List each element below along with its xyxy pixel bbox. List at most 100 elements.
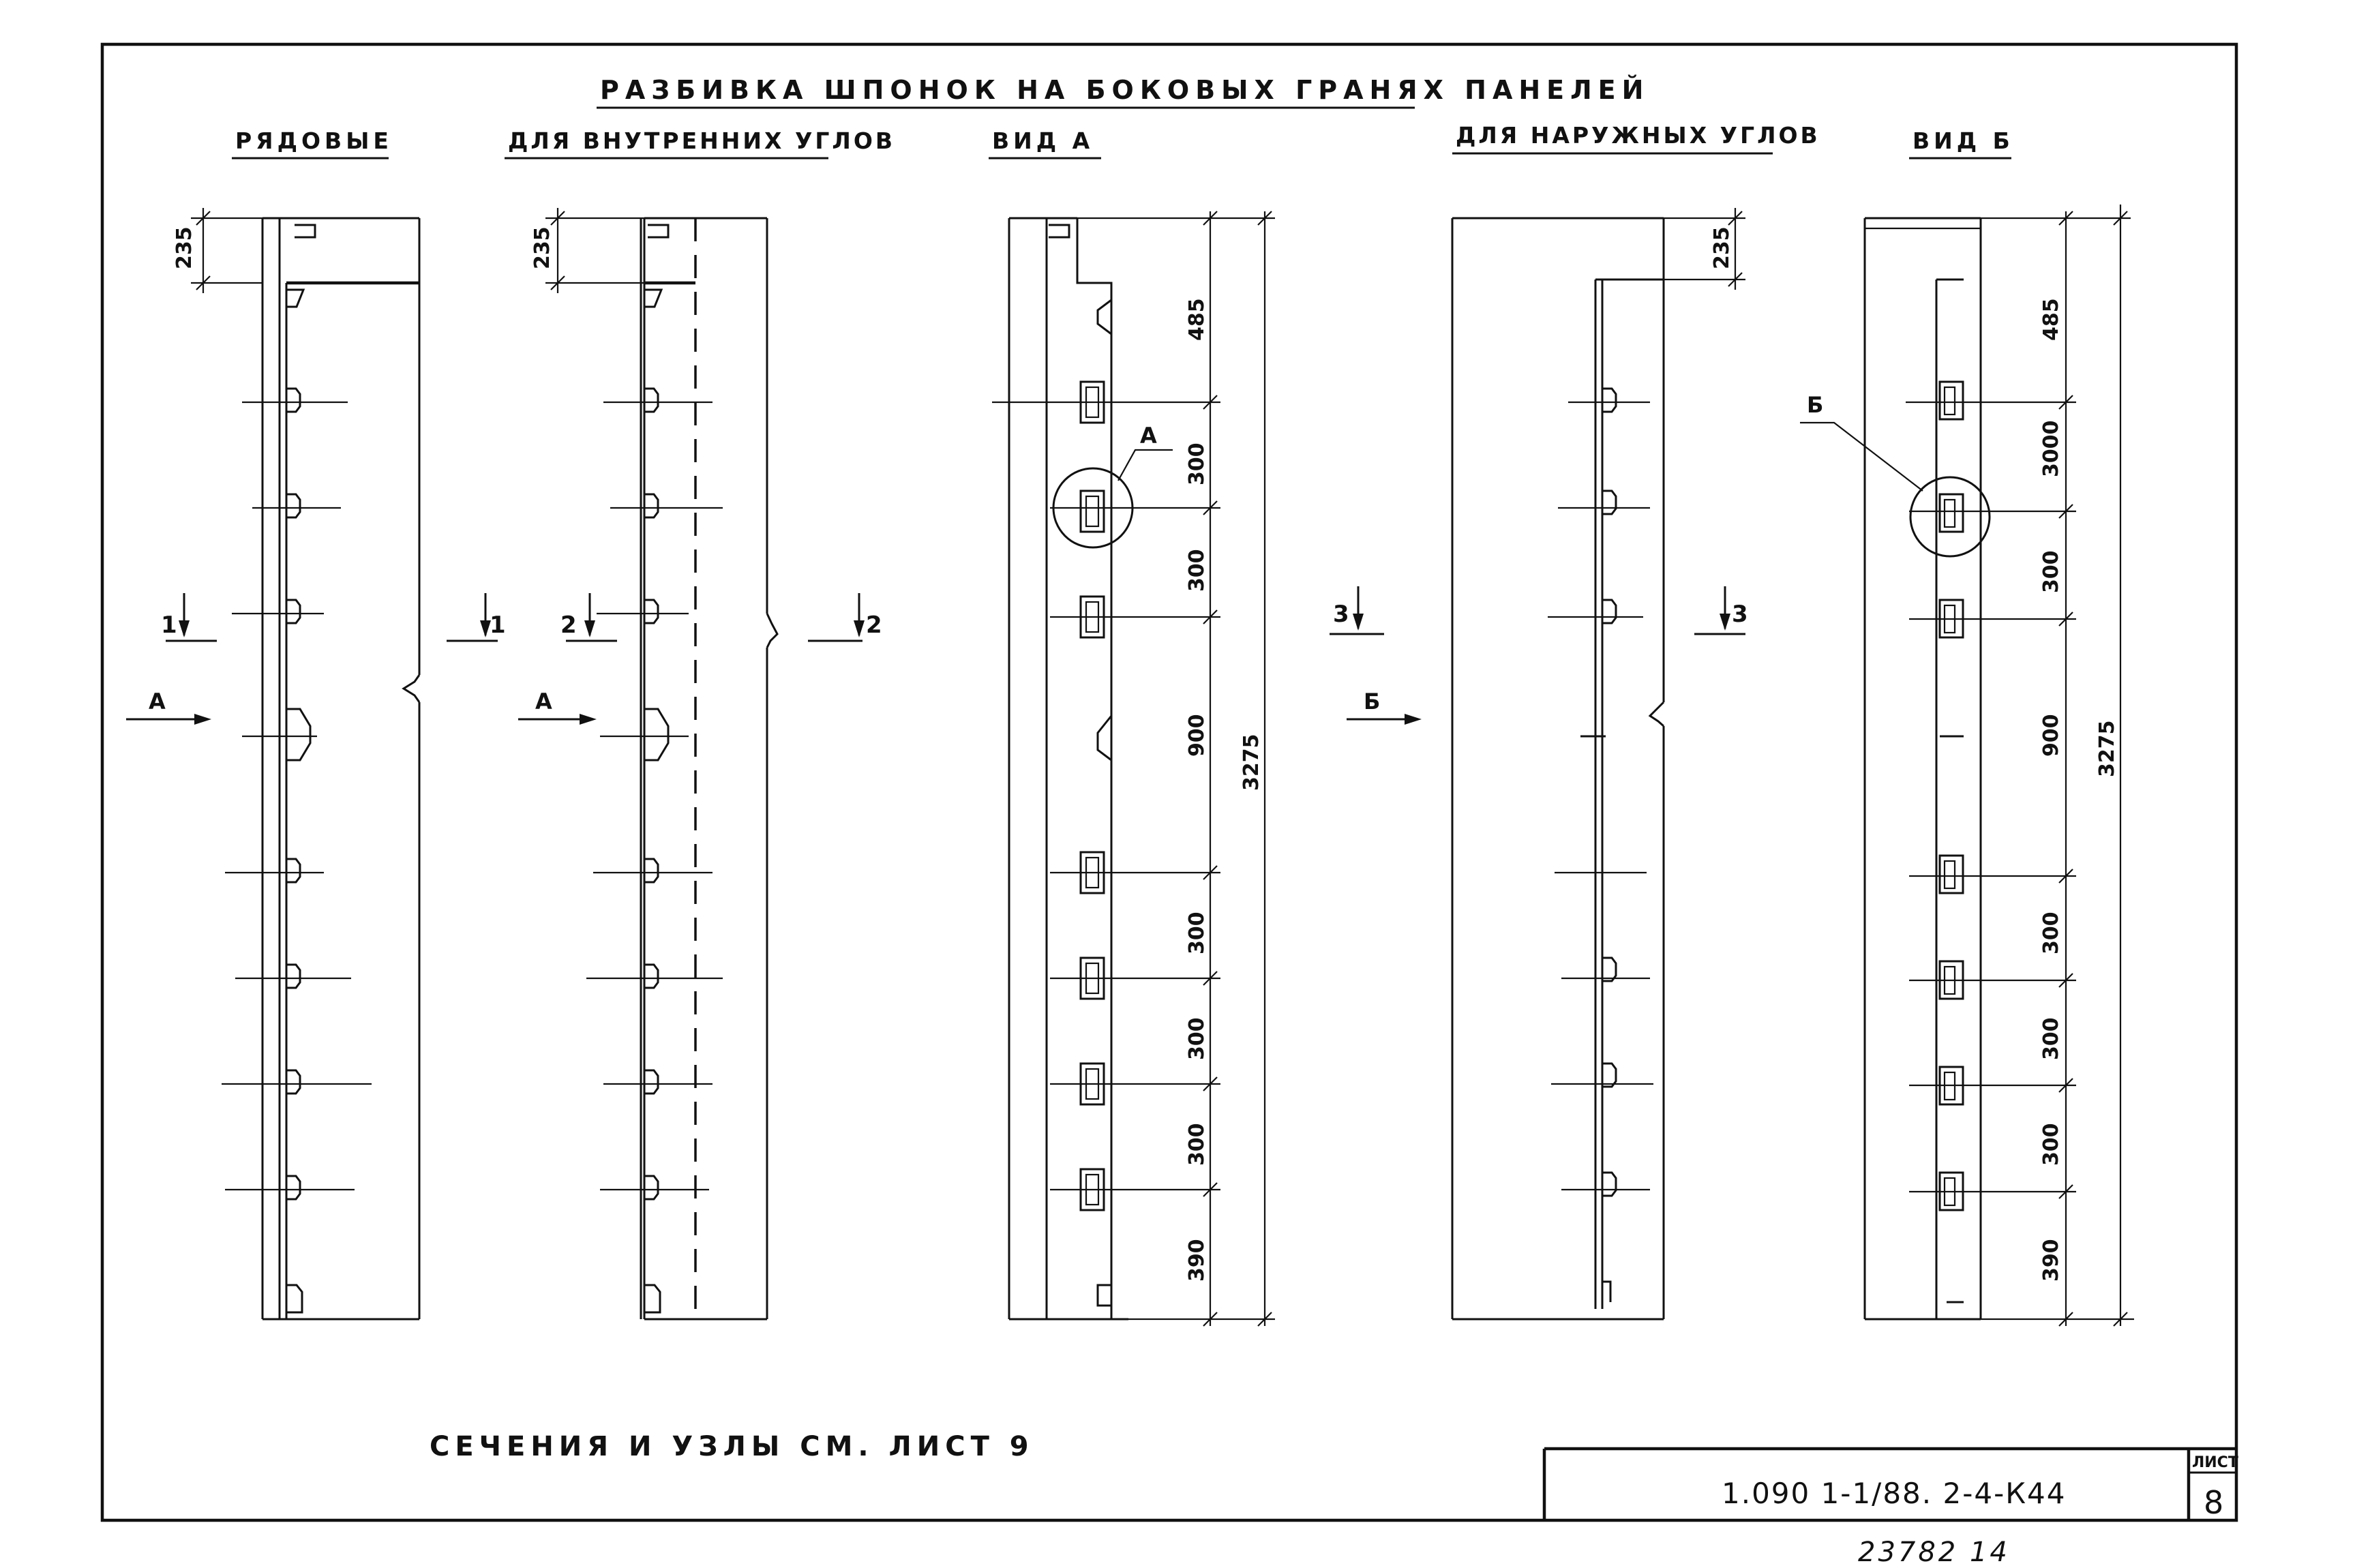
dim-tick	[1203, 865, 1218, 880]
key	[286, 1175, 301, 1201]
shear-key-inner	[1943, 386, 1956, 416]
section-2-label-right: 2	[866, 612, 882, 639]
dim-235: 235	[1710, 226, 1734, 269]
key	[286, 1284, 303, 1314]
drawing-title: РАЗБИВКА ШПОНОК НА БОКОВЫХ ГРАНЯХ ПАНЕЛЕ…	[600, 75, 1649, 105]
drawing-code: 1.090 1-1/88. 2-4-К44	[1722, 1477, 2067, 1510]
key-wedge	[1096, 715, 1113, 762]
dim-label: 300	[1185, 1017, 1209, 1060]
dim-tick	[2058, 1184, 2073, 1199]
dim-tick	[1203, 609, 1218, 624]
key	[286, 708, 312, 762]
sheet-label: ЛИСТ	[2192, 1454, 2238, 1471]
shear-keys	[1938, 380, 1964, 1303]
key	[1602, 387, 1617, 413]
dim-tick	[1257, 211, 1272, 226]
key	[644, 493, 659, 519]
section-2-label: 2	[560, 612, 577, 639]
dim-label: 900	[2039, 714, 2063, 757]
section-1-label: 1	[161, 612, 177, 639]
dim-tick	[550, 211, 565, 226]
view-a-arrowhead	[194, 714, 211, 725]
view-a-arrow-label: А	[535, 689, 552, 714]
shear-key	[1938, 380, 1964, 421]
dim-tick	[2058, 1312, 2073, 1327]
key-axis-lines	[222, 401, 372, 1191]
dim-label: 300	[2039, 1017, 2063, 1060]
dim-total-label: 3275	[1240, 734, 1263, 791]
view-b-arrow-label: Б	[1364, 689, 1380, 714]
key	[644, 1175, 659, 1201]
dim-tick	[1203, 1182, 1218, 1197]
detail-b-circle	[1909, 476, 1991, 558]
key	[286, 599, 301, 624]
dim-tick	[2058, 395, 2073, 410]
section-2-arrowhead	[584, 620, 595, 637]
dim-tick	[2113, 1312, 2128, 1327]
title-block: 1.090 1-1/88. 2-4-К44 ЛИСТ 8	[1542, 1447, 2238, 1521]
keys	[644, 387, 670, 1314]
heading-inner-corners: ДЛЯ ВНУТРЕННИХ УГЛОВ	[508, 127, 895, 154]
key	[644, 288, 663, 308]
section-3-arrowhead	[1353, 614, 1364, 631]
dim-tick	[1257, 1312, 1272, 1327]
panel-inner-corners: 235 2 2 А	[518, 208, 882, 1321]
shear-key	[1938, 854, 1964, 894]
key	[286, 963, 301, 989]
keys	[286, 387, 312, 1314]
key	[286, 493, 301, 519]
key	[644, 1284, 661, 1314]
detail-a-label: А	[1140, 423, 1157, 449]
detail-b-label: Б	[1807, 392, 1823, 418]
dim-tick	[1203, 1076, 1218, 1091]
dim-tick	[550, 275, 565, 290]
sheet-frame	[100, 42, 2238, 1522]
key-wedge	[1096, 1284, 1111, 1307]
dim-label: 300	[1185, 911, 1209, 954]
dim-tick	[2058, 973, 2073, 988]
dim-label: 300	[1185, 549, 1209, 592]
dim-label: 900	[1185, 714, 1209, 757]
shear-key-inner	[1943, 498, 1956, 528]
shear-key	[1938, 493, 1964, 533]
dim-235: 235	[172, 226, 196, 269]
top-key	[295, 224, 316, 239]
dim-label: 390	[1185, 1239, 1209, 1282]
dim-tick	[2058, 612, 2073, 627]
dim-tick	[1728, 272, 1743, 287]
heading-outer-corners: ДЛЯ НАРУЖНЫХ УГЛОВ	[1456, 122, 1820, 149]
shear-key-inner	[1085, 495, 1100, 528]
key	[1602, 489, 1617, 515]
dim-tick	[1203, 971, 1218, 986]
key-axis-lines	[1548, 401, 1653, 1191]
heading-ordinary: РЯДОВЫЕ	[235, 127, 393, 154]
key	[1602, 599, 1617, 624]
panel-view-b: Б 485 3000 300 90	[1800, 205, 2134, 1327]
dim-label: 3000	[2039, 421, 2063, 478]
dim-tick	[2058, 869, 2073, 884]
dim-label: 485	[2039, 298, 2063, 341]
view-a-arrow-label: А	[149, 689, 166, 714]
key	[1602, 956, 1617, 982]
top-key	[648, 224, 670, 239]
key	[286, 288, 305, 308]
key	[644, 708, 670, 762]
dim-tick	[1728, 211, 1743, 226]
section-1-arrowhead	[179, 620, 190, 637]
dim-235: 235	[530, 226, 554, 269]
dim-tick	[2058, 1078, 2073, 1093]
dim-label: 300	[2039, 911, 2063, 954]
view-b-arrowhead	[1405, 714, 1422, 725]
dim-label: 300	[1185, 1123, 1209, 1166]
key	[644, 963, 659, 989]
section-1-label-right: 1	[490, 612, 506, 639]
heading-view-b: ВИД Б	[1912, 127, 2014, 154]
sections-note: СЕЧЕНИЯ И УЗЛЫ СМ. ЛИСТ 9	[430, 1431, 1034, 1462]
break-line	[402, 674, 421, 703]
dim-tick	[1203, 500, 1218, 515]
detail-b-leader	[1800, 421, 1923, 492]
panel-outline	[1076, 218, 1113, 1319]
panel-ordinary: 235 1 1 А	[126, 208, 506, 1321]
view-a-arrowhead	[580, 714, 597, 725]
key-wedge	[1096, 299, 1112, 335]
